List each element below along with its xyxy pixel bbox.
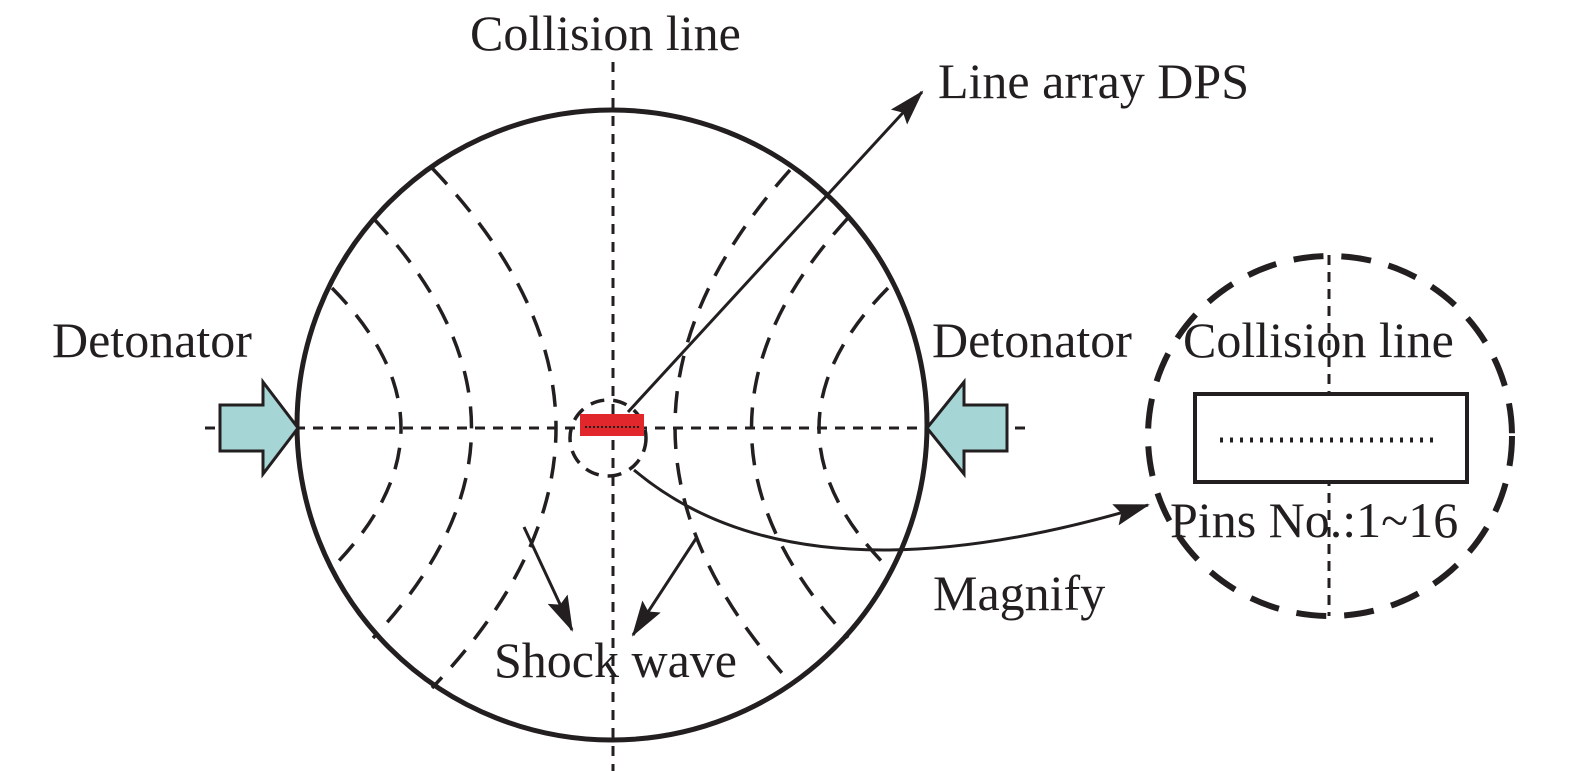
collision-line-label-inset: Collision line [1183,312,1454,368]
left-detonator-arrow [218,377,300,479]
magnified-inset [1145,253,1515,619]
shock-wave-label: Shock wave [494,632,737,688]
magnify-source-circle [568,398,648,478]
left-shock-wave-fronts [330,166,558,690]
left-shock-front-2 [371,216,474,640]
right-detonator-arrow [925,377,1009,479]
line-array-dps-label: Line array DPS [938,53,1249,109]
right-shock-front-3 [673,168,792,684]
magnify-label: Magnify [933,565,1105,621]
detonator-label-left: Detonator [52,312,252,368]
magnified-circle [1145,253,1515,619]
right-shock-front-2 [749,216,850,640]
left-shock-front-3 [430,166,558,690]
dps-pointer-arrow [626,90,924,414]
right-shock-wave-fronts [673,168,890,684]
shock-wave-arrow-right [631,536,699,637]
magnify-arrow [633,468,1150,552]
right-shock-front-1 [817,286,890,570]
shock-wave-arrow-left [522,526,574,632]
pins-label: Pins No.:1~16 [1170,492,1458,548]
line-array-dps [580,414,644,436]
detonator-label-right: Detonator [932,312,1132,368]
left-shock-front-1 [330,286,403,570]
collision-line-label-top: Collision line [470,5,741,61]
